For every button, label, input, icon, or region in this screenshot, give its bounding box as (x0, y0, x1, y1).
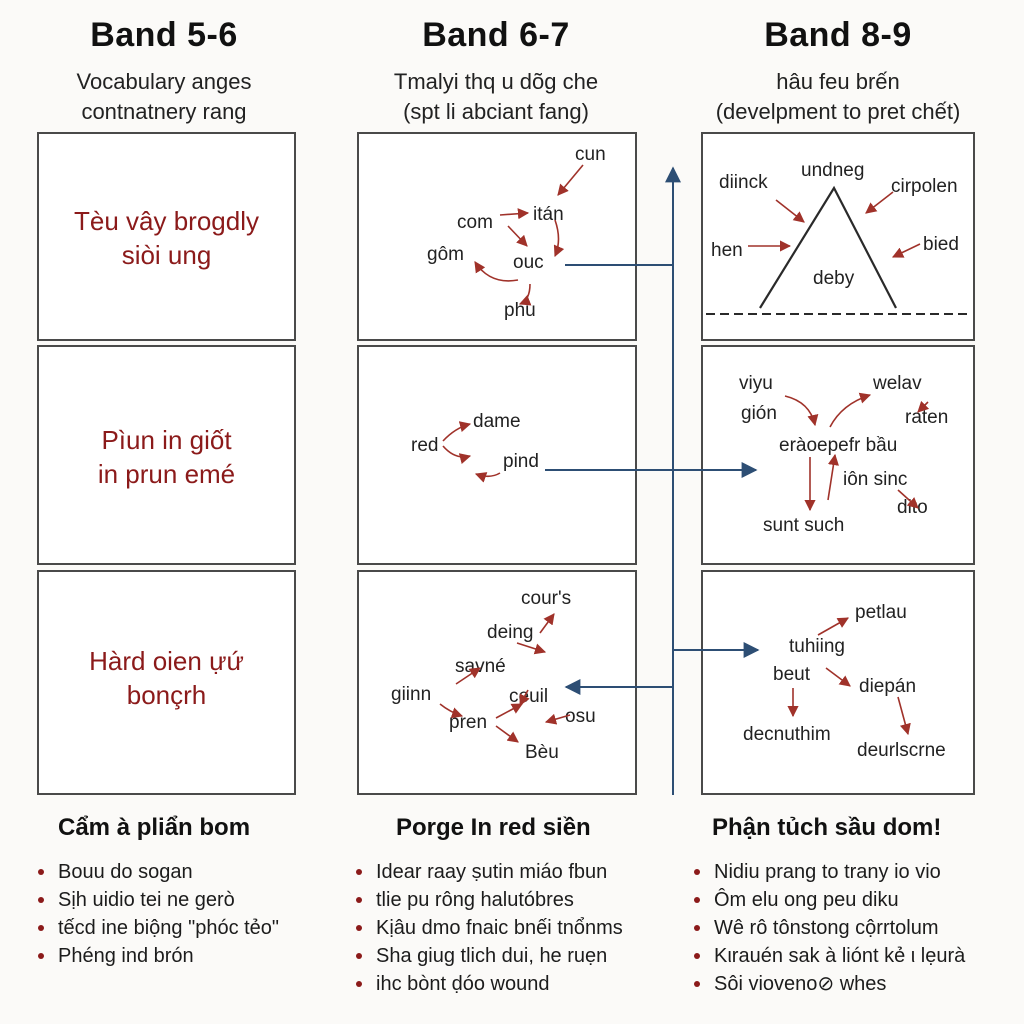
column-title: Band 5-6 (90, 16, 238, 54)
column-title: Band 8-9 (764, 16, 912, 54)
node-label: viyu (739, 373, 773, 394)
box-text-line: Hàrd oien ựứ (89, 646, 244, 676)
column-subtitle-line: contnatnery rang (81, 99, 247, 124)
node-label: giinn (391, 684, 432, 705)
list-item: Phéng ind brón (36, 942, 279, 970)
box-text-line: in prun emé (97, 459, 236, 489)
node-label: ceuil (509, 686, 549, 707)
column-subtitle-line: (spt li abciant fang) (403, 99, 589, 124)
list-item: tlie pu rông halutóbres (354, 886, 623, 914)
list-item: Kịâu dmo fnaic bnếi tnổnms (354, 914, 623, 942)
list-item: Bouu do sogan (36, 858, 279, 886)
band-8-9-box-1: diinck undneg cirpolen hen bied deby (701, 132, 975, 341)
section-title: Cẩm à pliẩn bom (58, 814, 251, 841)
list-item: Nidiu prang to trany io vio (692, 858, 965, 886)
node-label: welav (873, 373, 922, 394)
band-6-7-box-1: cun com itán gôm ouc phu (357, 132, 637, 341)
box-text: Pìun in giốt in prun emé (39, 423, 294, 491)
column-subtitle: Tmalyi thq u dõg che (spt li abciant fan… (336, 67, 656, 127)
column-subtitle-line: hâu feu brến (776, 69, 900, 94)
box-text: Tèu vây brogdly siòi ung (39, 204, 294, 272)
bullet-list: Bouu do sogan Sịh uidio tei ne gerò tếcd… (36, 858, 279, 970)
list-item: ihc bònt ḍóo wound (354, 970, 623, 998)
node-label: hen (711, 240, 743, 261)
band-8-9-box-3: petlau tuhiing beut diepán decnuthim deu… (701, 570, 975, 795)
list-item: Idear raay ṣutin miáo fbun (354, 858, 623, 886)
column-header-band-6-7: Band 6-7 Tmalyi thq u dõg che (spt li ab… (336, 16, 656, 127)
band-5-6-box-1: Tèu vây brogdly siòi ung (37, 132, 296, 341)
node-label: dame (473, 411, 521, 432)
column-subtitle: hâu feu brến (develpment to pret chết) (678, 67, 998, 127)
column-header-band-8-9: Band 8-9 hâu feu brến (develpment to pre… (678, 16, 998, 127)
section-title: Phận tủch sầu dom! (712, 814, 942, 841)
node-label: Bèu (525, 742, 559, 763)
node-label: tuhiing (789, 636, 845, 657)
node-label: cun (575, 144, 606, 165)
node-label: pind (503, 451, 539, 472)
band-8-9-box-2: viyu welav gión raten eràoepefr bầu iôn … (701, 345, 975, 565)
node-label: diepán (859, 676, 917, 697)
node-label: cour's (521, 588, 572, 609)
band-5-6-box-2: Pìun in giốt in prun emé (37, 345, 296, 565)
node-label: red (411, 435, 439, 456)
band-6-7-box-3: cour's deing savné giinn ceuil osu pren … (357, 570, 637, 795)
node-label: undneg (801, 160, 865, 181)
bullet-list: Idear raay ṣutin miáo fbun tlie pu rông … (354, 858, 623, 998)
node-label: pren (449, 712, 488, 733)
node-label: sunt such (763, 515, 845, 536)
list-item: Kιrauén sak à liónt kẻ ι lẹurà (692, 942, 965, 970)
box-text: Hàrd oien ựứ bonçrh (39, 644, 294, 712)
band-5-6-box-3: Hàrd oien ựứ bonçrh (37, 570, 296, 795)
node-label: raten (905, 407, 949, 428)
node-label: deing (487, 622, 534, 643)
node-label: savné (455, 656, 506, 677)
box-text-line: Pìun in giốt (101, 425, 232, 455)
node-label: phu (504, 300, 536, 321)
column-subtitle-line: (develpment to pret chết) (715, 99, 961, 124)
node-label: gôm (427, 244, 464, 265)
column-title: Band 6-7 (422, 16, 570, 54)
column-subtitle-line: Vocabulary anges (76, 69, 252, 94)
node-label: deurlscrne (857, 740, 946, 761)
node-label: dito (897, 497, 928, 518)
list-item: Ôm elu ong peu diku (692, 886, 965, 914)
node-label: diinck (719, 172, 768, 193)
node-label: itán (533, 204, 564, 225)
node-label: deby (813, 268, 855, 289)
box-text-line: bonçrh (126, 680, 207, 710)
node-label: bied (923, 234, 959, 255)
node-label: iôn sinc (843, 469, 908, 490)
list-item: Sịh uidio tei ne gerò (36, 886, 279, 914)
column-subtitle-line: Tmalyi thq u dõg che (393, 69, 599, 94)
box-text-line: Tèu vây brogdly (74, 206, 259, 236)
column-header-band-5-6: Band 5-6 Vocabulary anges contnatnery ra… (4, 16, 324, 127)
node-label: com (457, 212, 493, 233)
node-label: eràoepefr bầu (779, 435, 898, 456)
list-item: Sha giug tlich dui, he ruẹn (354, 942, 623, 970)
node-label: decnuthim (743, 724, 831, 745)
node-label: beut (773, 664, 810, 685)
list-item: tếcd ine biộng "phóc tẻo" (36, 914, 279, 942)
node-label: cirpolen (891, 176, 958, 197)
node-label: gión (741, 403, 777, 424)
node-label: petlau (855, 602, 907, 623)
node-label: ouc (513, 252, 544, 273)
bullet-list: Nidiu prang to trany io vio Ôm elu ong p… (692, 858, 965, 998)
list-item: Sôi vioveno⊘ whes (692, 970, 965, 998)
column-subtitle: Vocabulary anges contnatnery rang (4, 67, 324, 127)
node-label: osu (565, 706, 596, 727)
box-text-line: siòi ung (121, 240, 212, 270)
band-6-7-box-2: dame red pind (357, 345, 637, 565)
list-item: Wê rô tônstong cộrrtolum (692, 914, 965, 942)
section-title: Porge In red siền (396, 814, 591, 841)
